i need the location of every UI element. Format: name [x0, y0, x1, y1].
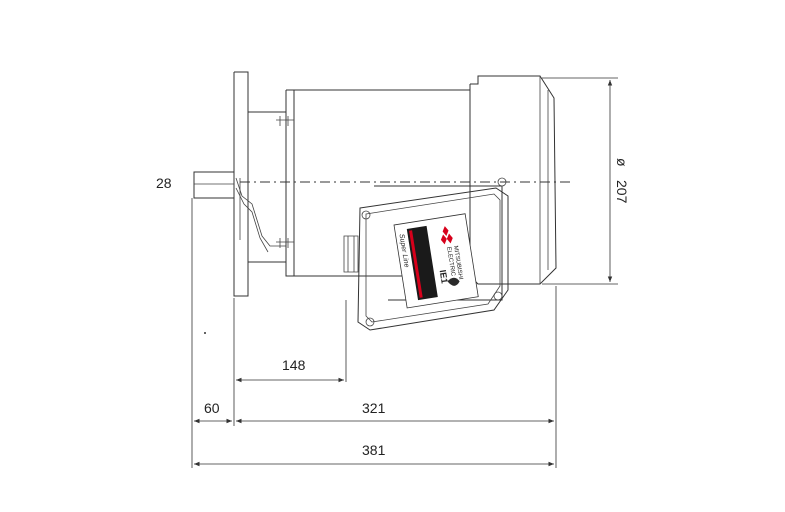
extension-lines	[191, 198, 557, 468]
leaf-icon	[447, 277, 460, 286]
diameter-value: 207	[614, 180, 630, 204]
dimension-381-label: 381	[362, 442, 386, 458]
nameplate-black-band	[406, 225, 438, 301]
diameter-dimension: ø 207	[542, 77, 630, 285]
nameplate-brand-line2: ELECTRIC	[445, 246, 456, 277]
dimension-381: 381	[194, 442, 554, 467]
dimension-60-label: 60	[204, 400, 220, 416]
nameplate-brand-line1: MITSUBISHI	[452, 245, 463, 280]
shaft-diameter-label: 28	[156, 175, 172, 191]
dimension-148: 148	[236, 357, 344, 383]
dimension-321-label: 321	[362, 400, 386, 416]
flange	[233, 71, 286, 297]
shaft	[193, 171, 235, 199]
terminal-box	[343, 177, 509, 331]
dimension-row-60-321: 60 321	[194, 400, 554, 424]
mitsubishi-logo-icon	[440, 226, 453, 245]
diameter-symbol: ø	[614, 158, 630, 167]
motor-body	[276, 75, 557, 285]
nameplate-red-stripe	[409, 230, 423, 298]
nameplate: MITSUBISHI ELECTRIC Super Line IE1	[393, 213, 479, 309]
dimension-148-label: 148	[282, 357, 306, 373]
nameplate-model: IE1	[438, 269, 450, 284]
